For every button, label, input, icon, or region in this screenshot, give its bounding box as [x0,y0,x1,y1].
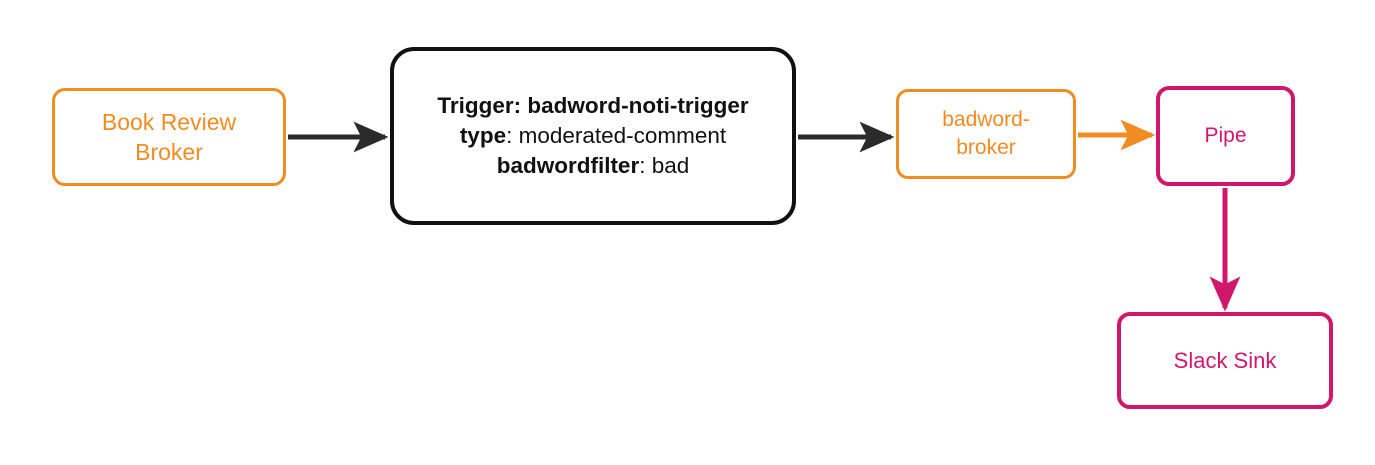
trigger-line-1: Trigger: badword-noti-trigger [437,91,748,121]
node-slack-sink[interactable]: Slack Sink [1117,312,1333,409]
trigger-line-2-bold: type [459,123,507,149]
node-label: Pipe [1204,124,1247,148]
node-label-line2: Broker [135,139,203,165]
node-book-review-broker[interactable]: Book Review Broker [52,88,286,186]
trigger-line-3-bold: badwordfilter [496,152,640,178]
node-label-line1: badword- [942,108,1030,132]
node-trigger[interactable]: Trigger: badword-noti-trigger type: mode… [390,47,796,225]
node-label: Slack Sink [1173,347,1277,373]
trigger-line-2: type: moderated-comment [437,121,748,151]
trigger-line-3-rest: : bad [639,152,690,178]
node-label-line1: Book Review [101,108,237,135]
trigger-line-3: badwordfilter: bad [437,151,748,181]
node-pipe[interactable]: Pipe [1156,86,1295,186]
trigger-line-1-bold: Trigger: badword-noti-trigger [437,93,749,119]
trigger-line-2-rest: : moderated-comment [506,123,727,149]
node-badword-broker[interactable]: badword- broker [896,89,1076,179]
node-label-line2: broker [956,136,1016,159]
